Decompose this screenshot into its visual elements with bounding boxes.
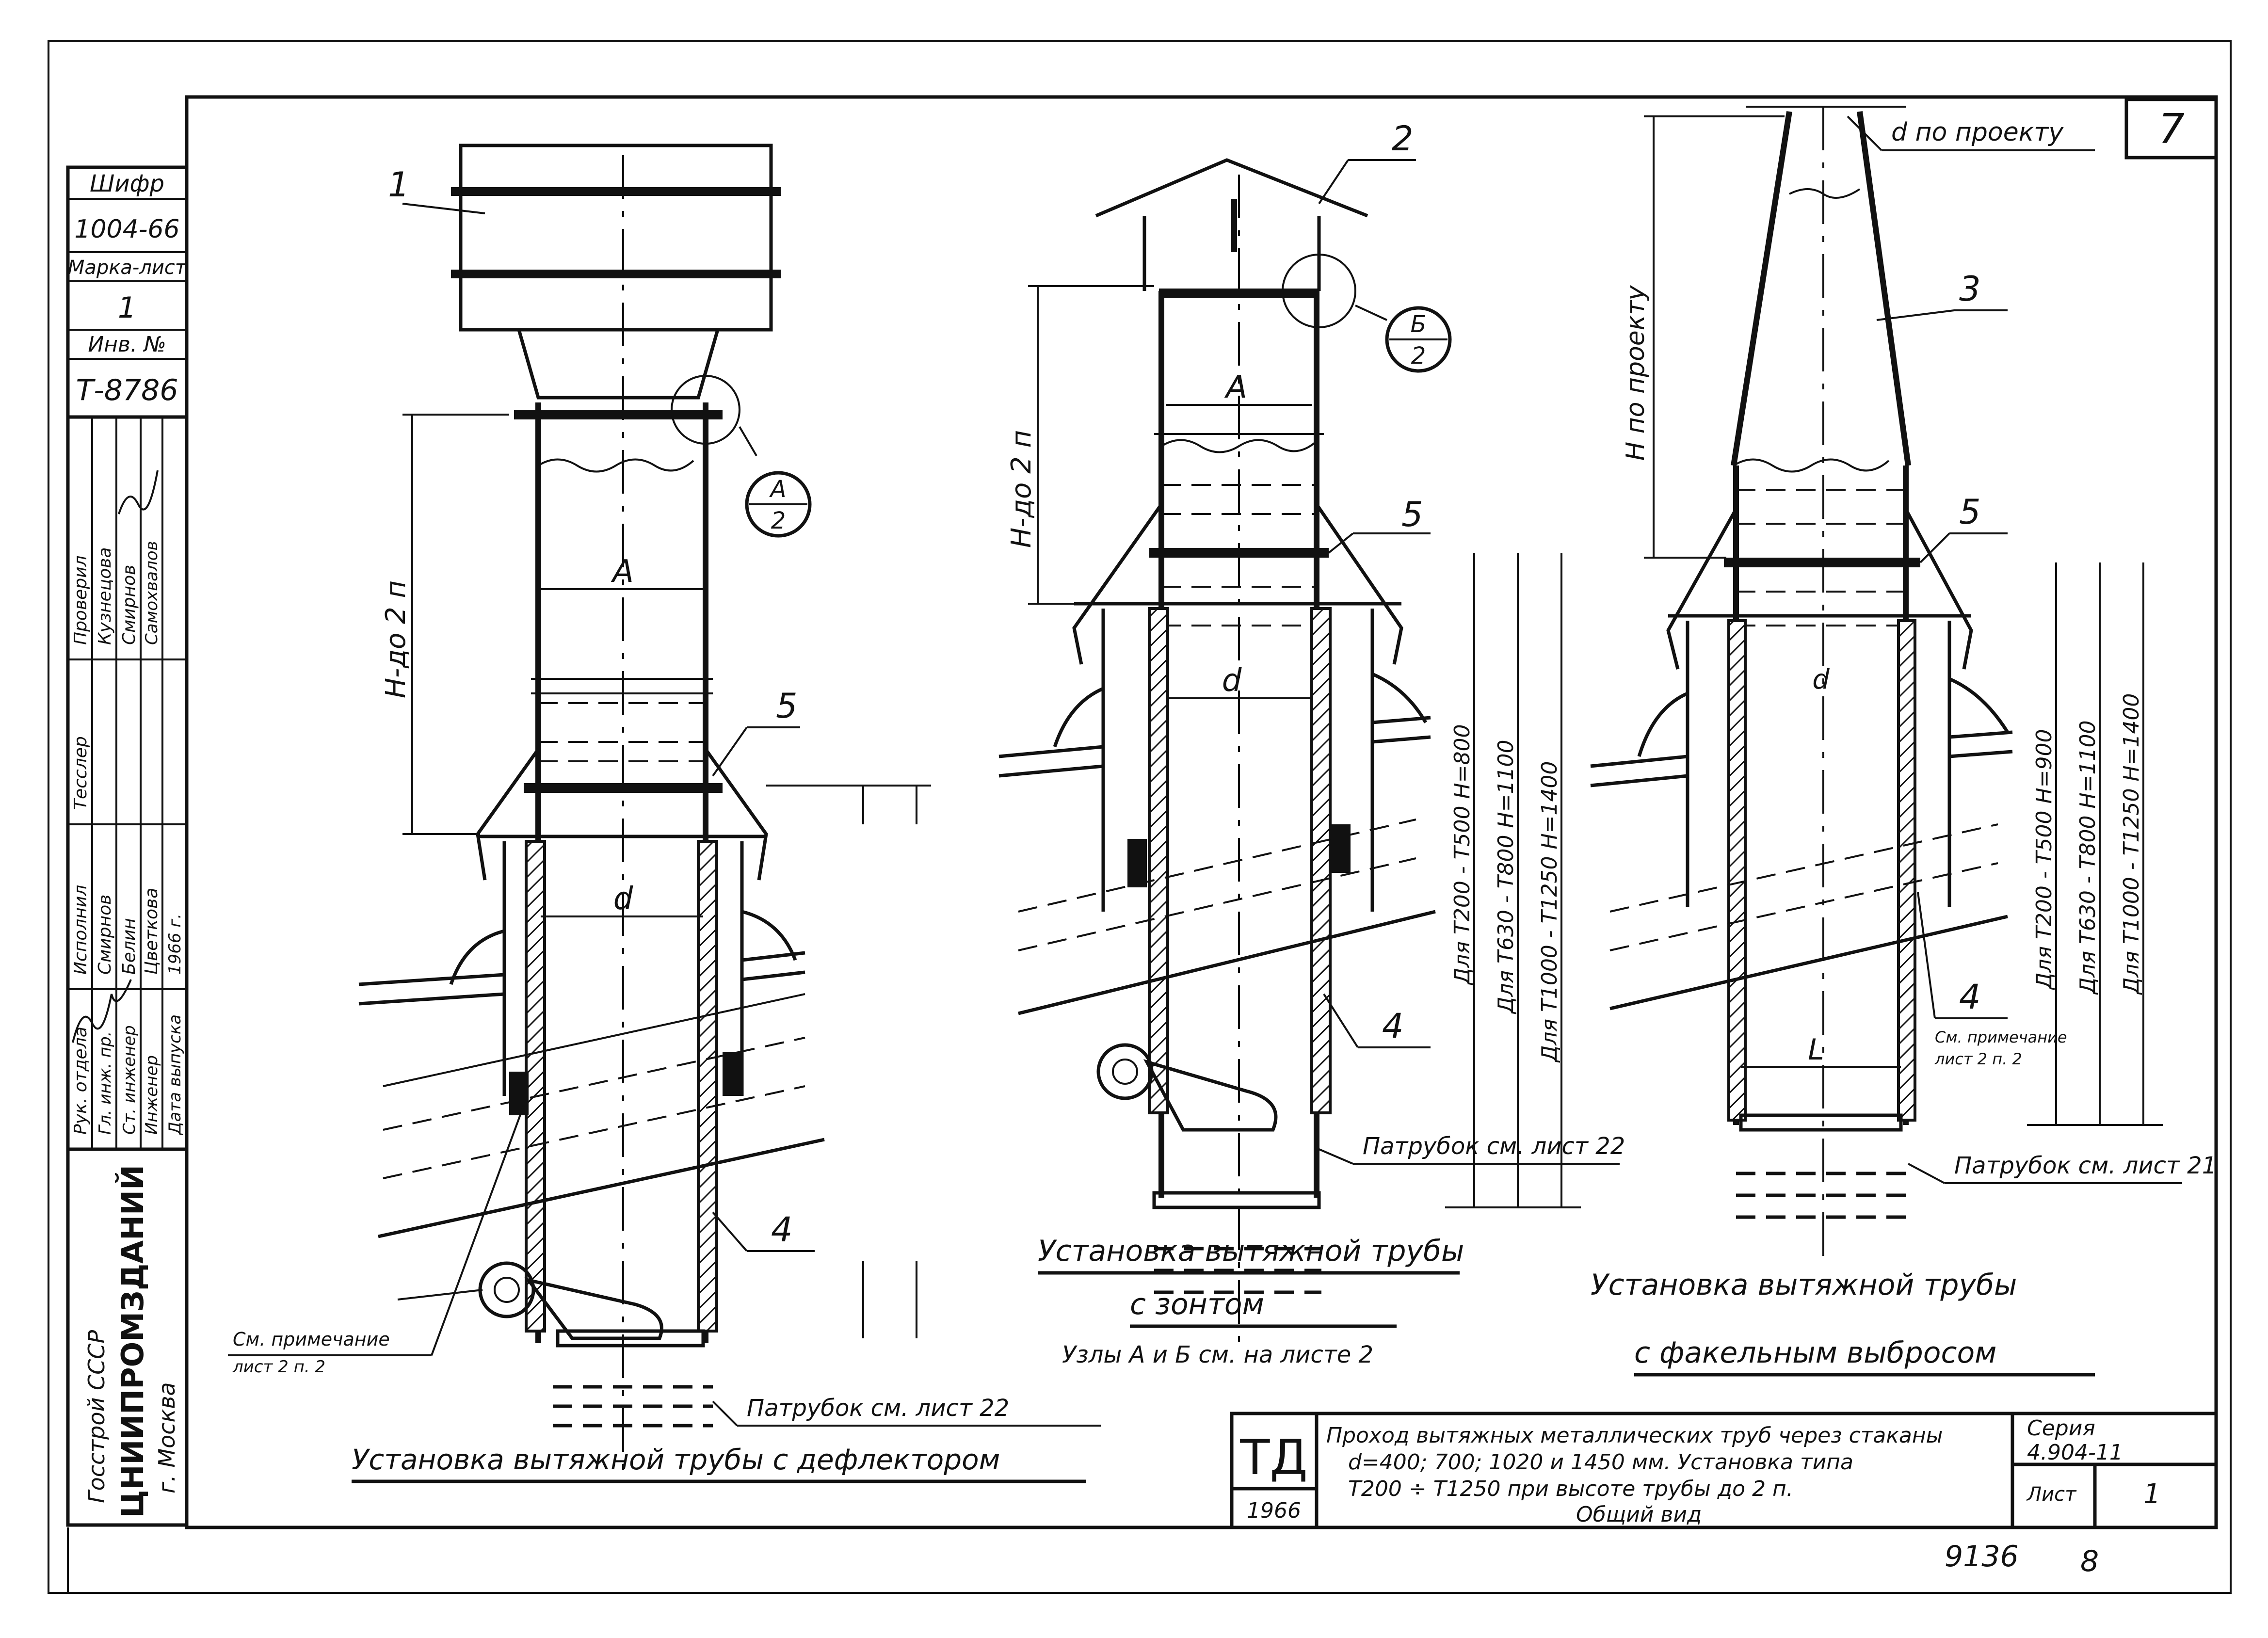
- view1-dim-d: d: [613, 881, 633, 917]
- view3-height-1: Для Т200 - Т500 Н=900: [2032, 729, 2057, 990]
- view3-caption-1: Установка вытяжной трубы: [1591, 1268, 2017, 1302]
- view3-note-2: лист 2 п. 2: [1934, 1050, 2022, 1068]
- cipher-label: Шифр: [90, 170, 164, 197]
- title-desc-2: d=400; 700; 1020 и 1450 мм. Установка ти…: [1348, 1450, 1853, 1475]
- view1-pos-5: 5: [776, 686, 798, 726]
- stamp-name-4: Смирнов: [119, 565, 139, 645]
- stamp-role-2: Исполнил: [71, 885, 91, 975]
- stamp-role-8: Дата выпуска: [165, 1014, 185, 1136]
- view2-dim-d: d: [1222, 663, 1242, 699]
- stamp-name-5: Цветкова: [142, 888, 161, 975]
- view3-height-3: Для Т1000 - Т1250 Н=1400: [2119, 693, 2144, 995]
- title-desc-4: Общий вид: [1576, 1502, 1702, 1527]
- inv-value: Т-8786: [76, 373, 178, 407]
- stamp-role-3: Тесслер: [71, 736, 91, 810]
- title-series-label: Серия: [2027, 1416, 2095, 1441]
- view-deflector: Н-до 2 п А d 1 5 4 А 2 См. примечание ли…: [228, 144, 1101, 1483]
- title-sheet-value: 1: [2143, 1478, 2161, 1510]
- stamp-name-2: Кузнецова: [95, 547, 115, 645]
- view3-pos-5: 5: [1959, 492, 1981, 532]
- view2-pos-2: 2: [1392, 119, 1414, 159]
- stamp-left: Шифр 1004-66 Марка-лист 1 Инв. № Т-8786 …: [66, 165, 189, 1527]
- cipher-value: 1004-66: [74, 215, 179, 244]
- title-year: 1966: [1247, 1498, 1301, 1523]
- org-institute: ЦНИИПРОМЗДАНИЙ: [115, 1165, 150, 1518]
- view3-caption-2: с факельным выбросом: [1634, 1336, 1996, 1370]
- view1-caption: Установка вытяжной трубы с дефлектором: [352, 1443, 1000, 1476]
- view2-caption-2: с зонтом: [1130, 1287, 1264, 1321]
- view1-node-a-bottom: 2: [771, 507, 786, 534]
- view3-height-label: Н по проекту: [1621, 285, 1650, 461]
- stamp-role-6: Ст. инженер: [120, 1025, 139, 1135]
- title-logo: ТД: [1239, 1429, 1307, 1486]
- view1-note-2: лист 2 п. 2: [232, 1357, 325, 1377]
- view3-height-2: Для Т630 - Т800 Н=1100: [2075, 721, 2100, 995]
- view3-dim-d: d: [1812, 664, 1830, 695]
- stamp-year: 1966 г.: [165, 914, 185, 975]
- view3-pos-4: 4: [1959, 977, 1981, 1017]
- bottom-number-1: 9136: [1945, 1540, 2019, 1574]
- title-sheet-label: Лист: [2026, 1483, 2077, 1506]
- view3-dim-l: L: [1808, 1033, 1824, 1067]
- view-torch: d по проекту Н по проекту d L 3 5 4 См. …: [1590, 106, 2217, 1377]
- view1-pos-1: 1: [388, 165, 410, 205]
- view3-pos-3: 3: [1959, 269, 1981, 309]
- view2-caption-1: Установка вытяжной трубы: [1038, 1234, 1464, 1268]
- view-umbrella: Н-до 2 п А d 2 5 4 Б 2 Для Т200 - Т500 Н…: [998, 119, 1625, 1368]
- signature-mark: [118, 470, 159, 514]
- view2-branch-note: Патрубок см. лист 22: [1363, 1133, 1625, 1160]
- view2-height-3: Для Т1000 - Т1250 Н=1400: [1537, 761, 1562, 1063]
- title-desc-3: Т200 ÷ Т1250 при высоте трубы до 2 п.: [1348, 1477, 1793, 1501]
- view2-node-b-bottom: 2: [1411, 342, 1426, 369]
- view1-branch-note: Патрубок см. лист 22: [747, 1395, 1009, 1422]
- stamp-role-7: Инженер: [142, 1055, 161, 1135]
- mark-sheet-value: 1: [118, 291, 136, 325]
- view2-dim-a: А: [1224, 369, 1247, 405]
- view1-height-label: Н-до 2 п: [380, 580, 412, 698]
- stamp-role-4: Проверил: [71, 555, 91, 645]
- view3-branch-note: Патрубок см. лист 21: [1954, 1152, 2217, 1179]
- view1-dim-a: А: [611, 554, 634, 590]
- sheet-number-box: 7: [2124, 97, 2218, 160]
- title-series-value: 4.904-11: [2027, 1440, 2123, 1465]
- view3-note-1: См. примечание: [1935, 1028, 2067, 1046]
- bottom-number-2: 8: [2080, 1544, 2099, 1578]
- view1-note-1: См. примечание: [233, 1329, 390, 1350]
- org-ministry: Госстрой СССР: [83, 1330, 110, 1503]
- view2-pos-5: 5: [1401, 495, 1423, 534]
- view2-height-label: Н-до 2 п: [1006, 430, 1037, 548]
- outer-frame: [48, 40, 2232, 1594]
- view1-node-a-top: А: [769, 476, 787, 503]
- inv-label: Инв. №: [88, 332, 166, 357]
- sheet-number: 7: [2158, 105, 2185, 153]
- view2-pos-4: 4: [1382, 1006, 1404, 1046]
- stamp-role-1: Рук. отдела: [71, 1027, 91, 1135]
- view1-pos-4: 4: [771, 1210, 793, 1250]
- stamp-name-3: Белин: [119, 918, 139, 975]
- view2-nodes-note: Узлы А и Б см. на листе 2: [1062, 1341, 1373, 1368]
- view2-height-2: Для Т630 - Т800 Н=1100: [1494, 740, 1518, 1014]
- signature-mark: [72, 979, 132, 1043]
- stamp-name-6: Самохвалов: [142, 541, 161, 645]
- stamp-name-1: Смирнов: [95, 895, 115, 975]
- title-desc-1: Проход вытяжных металлических труб через…: [1326, 1423, 1943, 1448]
- view3-top-label: d по проекту: [1891, 118, 2064, 147]
- mark-sheet-label: Марка-лист: [68, 257, 187, 279]
- title-block: ТД 1966 Проход вытяжных металлических тр…: [1230, 1412, 2218, 1529]
- stamp-role-5: Гл. инж. пр.: [96, 1031, 115, 1135]
- view2-node-b-top: Б: [1411, 311, 1427, 338]
- view2-height-1: Для Т200 - Т500 Н=800: [1450, 724, 1475, 985]
- org-city: г. Москва: [154, 1382, 180, 1493]
